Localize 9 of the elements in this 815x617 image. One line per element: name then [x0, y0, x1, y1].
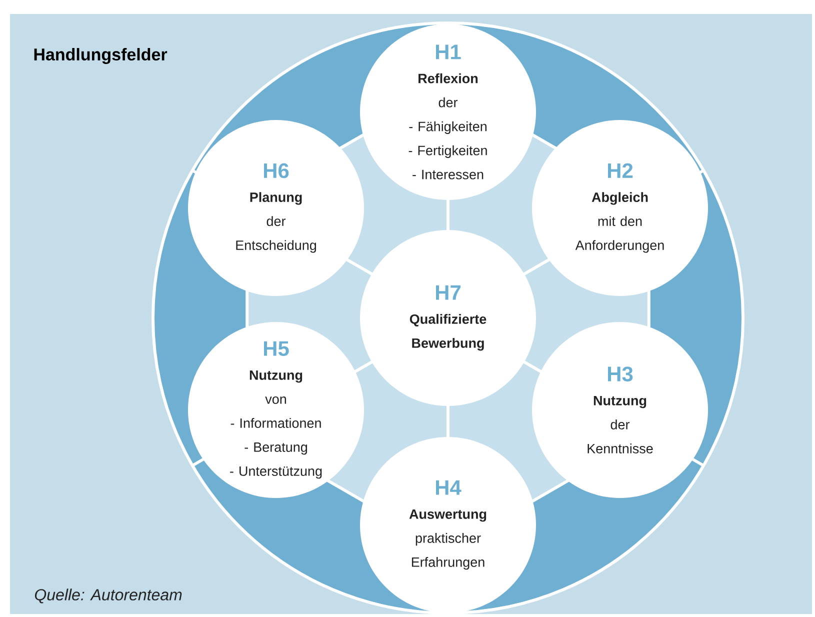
circle-node: H1 Reflexion der - Fähigkeiten - Fertigkeiten - Interessen	[360, 24, 536, 200]
circle-node: H4 Auswertung praktischer Erfahrungen	[360, 436, 536, 613]
circle-node: H2 Abgleich mit den Anforderungen	[532, 120, 708, 296]
source-note: Quelle: Autorenteam	[35, 588, 182, 604]
circle-node: H5 Nutzung von - Informationen - Beratung - Unterstützung	[188, 322, 364, 498]
circle-node: H7 Qualifizierte Bewerbung	[360, 230, 536, 406]
heading: Handlungsfelder	[34, 48, 168, 64]
circle-node: H6 Planung der Entscheidung	[188, 120, 364, 296]
circle-node: H3 Nutzung der Kenntnisse	[532, 322, 708, 498]
